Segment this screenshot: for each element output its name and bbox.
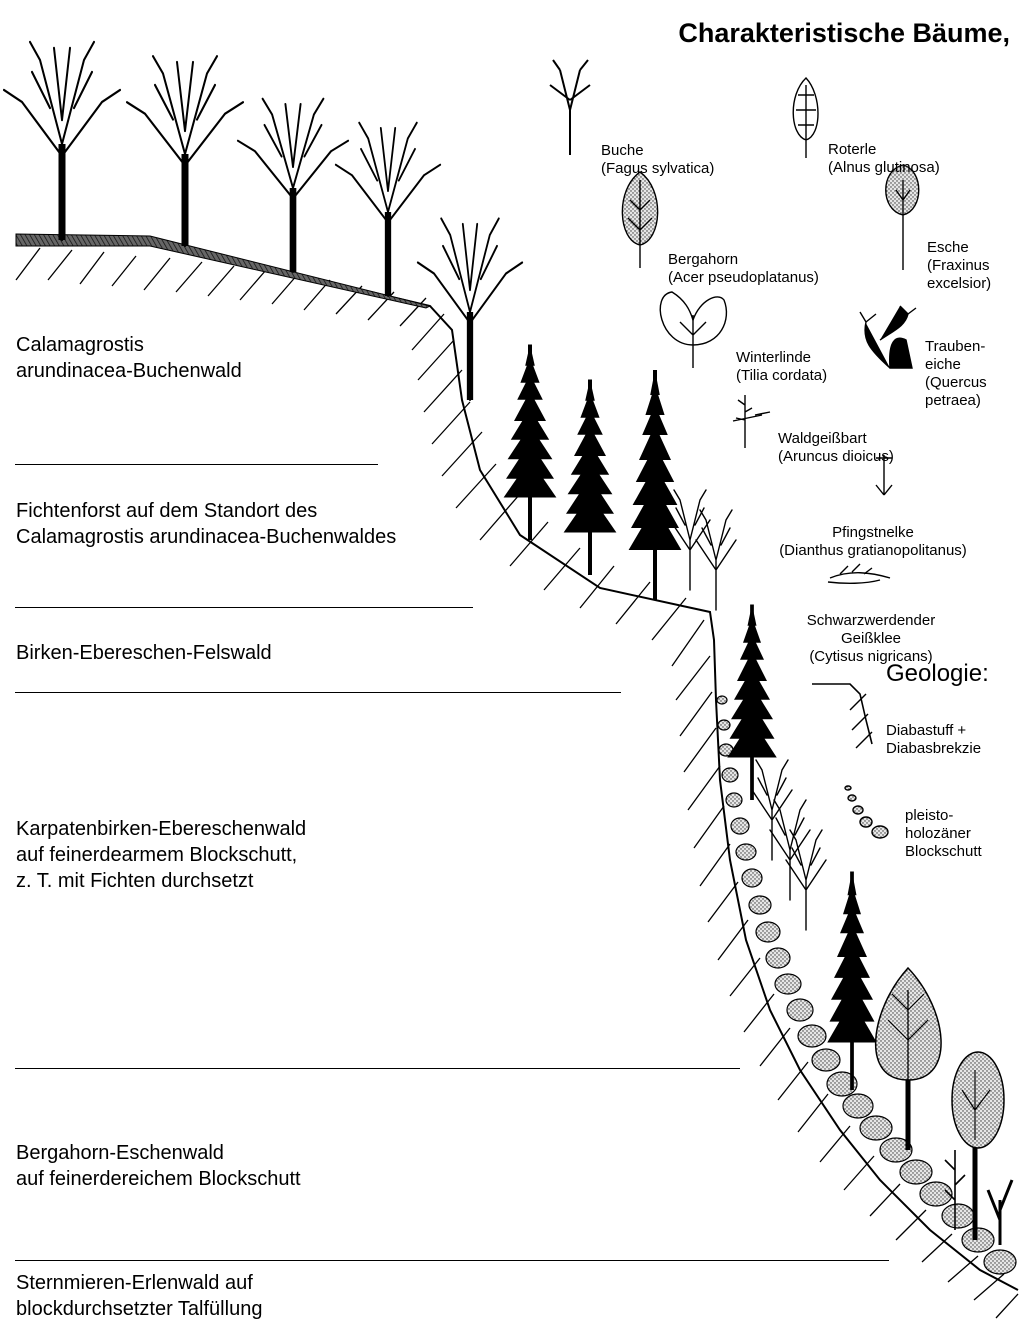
legend-item-buche: Buche(Fagus sylvatica) (601, 124, 714, 196)
zone-separator (15, 464, 378, 465)
zone-separator (15, 1260, 889, 1261)
zone-separator (15, 692, 621, 693)
geology-title: Geologie: (886, 660, 989, 688)
scree-symbol (845, 786, 888, 838)
zone-label-karpatenbirken: Karpatenbirken-Ebereschenwald auf feiner… (16, 816, 306, 894)
geology-item-diabas: Diabastuff + Diabasbrekzie (886, 722, 981, 758)
zone-label-erlenwald: Sternmieren-Erlenwald auf blockdurchsetz… (16, 1270, 262, 1322)
legend-item-roterle: Roterle(Alnus glutinosa) (828, 123, 940, 195)
soil-layer (16, 234, 430, 308)
diagram-title: Charakteristische Bäume, (678, 18, 1010, 49)
legend-item-esche: Esche(Fraxinus excelsior) (927, 221, 991, 311)
legend-item-pfingstnelke: Pfingstnelke(Dianthus gratianopolitanus) (750, 506, 996, 578)
zone-label-buchenwald: Calamagrostis arundinacea-Buchenwald (16, 332, 242, 384)
oak-icon (860, 306, 916, 368)
legend-item-bergahorn: Bergahorn(Acer pseudoplatanus) (668, 233, 819, 305)
legend-item-winterlinde: Winterlinde(Tilia cordata) (736, 331, 827, 403)
alder-icon (793, 78, 818, 158)
beech-icon (550, 60, 590, 155)
zone-separator (15, 607, 473, 608)
legend-item-traubeneiche: Trauben- eiche(Quercus petraea) (925, 320, 987, 428)
diabas-symbol (812, 684, 872, 744)
zone-separator (15, 1068, 740, 1069)
legend-item-waldgeissbart: Waldgeißbart(Aruncus dioicus) (778, 412, 894, 484)
zone-label-fichtenforst: Fichtenforst auf dem Standort des Calama… (16, 498, 396, 550)
zone-label-bergahorn-eschenwald: Bergahorn-Eschenwald auf feinerdereichem… (16, 1140, 301, 1192)
geology-item-blockschutt: pleisto- holozäner Blockschutt (905, 807, 982, 861)
zone-label-felswald: Birken-Ebereschen-Felswald (16, 640, 272, 666)
